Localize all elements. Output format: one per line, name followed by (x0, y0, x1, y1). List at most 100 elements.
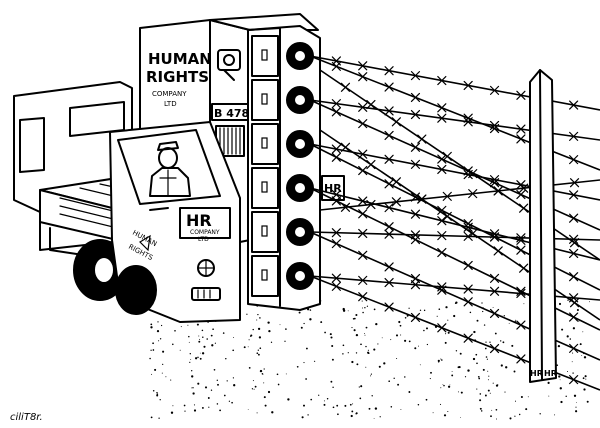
ground-dot (375, 322, 378, 326)
barb (331, 61, 341, 71)
ground-dot (571, 361, 573, 363)
ground-dot (152, 390, 155, 392)
ground-dot (233, 337, 235, 339)
ground-dot (362, 307, 363, 309)
ground-dot (496, 418, 497, 420)
ground-dot (408, 340, 411, 343)
ground-dot (193, 404, 196, 406)
wire-strand (319, 179, 600, 211)
ground-dot (207, 397, 210, 399)
barb (569, 213, 579, 223)
speaker-jack (261, 269, 268, 281)
front-plate (191, 287, 221, 301)
ground-dot (277, 383, 280, 386)
ground-dot (457, 366, 460, 369)
ground-dot (252, 328, 254, 331)
ground-dot (583, 356, 587, 359)
ground-dot (248, 367, 251, 369)
barb (358, 250, 368, 260)
ground-dot (400, 334, 402, 336)
wire-strand (309, 55, 600, 111)
barb (493, 246, 503, 256)
ground-dot (447, 319, 449, 321)
ground-dot (514, 415, 516, 417)
ground-dot (527, 396, 529, 398)
barb (410, 109, 421, 120)
ground-dot (156, 391, 158, 394)
ground-dot (216, 379, 218, 381)
ground-dot (212, 328, 214, 331)
ground-dot (417, 403, 420, 406)
barb (410, 159, 421, 169)
ground-dot (430, 371, 432, 374)
ground-dot (513, 370, 516, 373)
barb (463, 117, 473, 127)
barb (331, 239, 341, 249)
ground-dot (254, 385, 257, 388)
ground-dot (560, 400, 563, 404)
ground-dot (213, 368, 216, 371)
speaker-cabinet (251, 255, 279, 297)
ground-dot (426, 343, 429, 346)
ground-dot (243, 346, 246, 349)
ground-dot (429, 378, 431, 380)
ground-dot (492, 306, 494, 308)
fence-post: HR HR (529, 69, 557, 383)
barb (410, 230, 421, 240)
barb (437, 113, 447, 123)
ground-dot (192, 392, 195, 395)
barb (463, 284, 473, 294)
ground-dot (355, 313, 358, 317)
ground-dot (432, 412, 434, 414)
ground-dot (505, 366, 508, 369)
ground-dot (210, 389, 213, 391)
ground-dot (437, 359, 440, 362)
ground-dot (366, 305, 369, 307)
ground-dot (253, 388, 255, 390)
ground-dot (364, 307, 366, 309)
ground-dot (313, 360, 316, 362)
barb (384, 66, 394, 76)
ground-dot (258, 336, 262, 339)
speaker-jack (261, 137, 268, 149)
barb (410, 71, 421, 81)
ground-dot (204, 386, 208, 389)
ground-dot (256, 352, 259, 355)
ground-dot (150, 323, 153, 326)
ground-dot (197, 356, 199, 359)
ground-dot (257, 353, 260, 356)
ground-dot (475, 353, 478, 356)
ground-dot (578, 320, 580, 322)
ground-dot (189, 361, 191, 363)
ground-dot (447, 331, 450, 334)
ground-dot (197, 382, 200, 385)
barb (358, 61, 368, 71)
box-text-company: COMPANY (152, 90, 187, 98)
barb (358, 209, 368, 219)
barb (410, 280, 421, 290)
ground-dot (350, 414, 353, 418)
ground-dot (381, 337, 383, 339)
ground-dot (487, 370, 489, 372)
ground-dot (285, 373, 287, 375)
barb (340, 202, 351, 212)
barb (569, 100, 579, 110)
barb (569, 343, 579, 353)
ground-dot (378, 365, 381, 368)
barb (569, 272, 579, 282)
ground-dot (483, 324, 486, 326)
barb (442, 191, 452, 201)
ground-dot (344, 404, 347, 407)
ground-dot (559, 379, 561, 381)
barb (468, 169, 478, 179)
ground-dot (347, 310, 349, 312)
ground-dot (353, 329, 356, 332)
ground-dot (309, 318, 312, 321)
barb (569, 248, 579, 259)
ground-dot (323, 400, 325, 402)
ground-dot (206, 338, 208, 340)
speaker-jack (261, 225, 268, 237)
ground-dot (508, 322, 510, 324)
rear-logo-text: HR (324, 182, 342, 195)
ground-dot (457, 391, 459, 393)
